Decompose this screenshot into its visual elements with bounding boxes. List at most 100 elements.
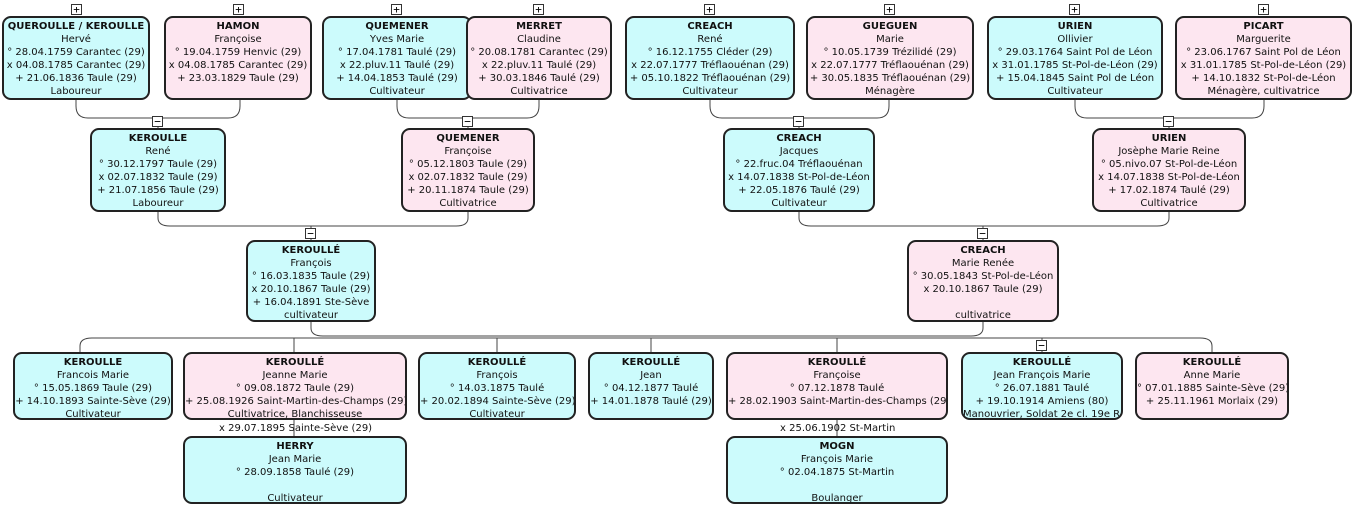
person-birth: ° 16.12.1755 Cléder (29): [647, 47, 773, 58]
person-surname: MERRET: [516, 21, 562, 32]
person-occupation: Cultivateur: [1047, 86, 1103, 97]
person-occupation: Cultivatrice, Blanchisseuse: [227, 409, 363, 420]
expand-icon[interactable]: +: [233, 4, 244, 15]
person-death: + 19.10.1914 Amiens (80): [975, 396, 1109, 407]
collapse-icon[interactable]: −: [1036, 340, 1047, 351]
collapse-icon[interactable]: −: [305, 228, 316, 239]
person-death: + 25.11.1961 Morlaix (29): [1145, 396, 1279, 407]
person-marriage: x 31.01.1785 St-Pol-de-Léon (29): [992, 60, 1158, 71]
marriage-label: x 29.07.1895 Sainte-Sève (29): [219, 423, 373, 434]
person-birth: ° 16.03.1835 Taule (29): [251, 271, 371, 282]
collapse-icon[interactable]: −: [1163, 116, 1174, 127]
person-marriage: x 22.07.1777 Tréflaouénan (29): [811, 60, 969, 71]
person-card-keroulle-francoise[interactable]: KEROULLÉ Françoise ° 07.12.1878 Taulé + …: [726, 352, 948, 420]
person-surname: QUEROULLE / KEROULLE: [7, 21, 145, 32]
person-marriage: x 20.10.1867 Taule (29): [251, 284, 371, 295]
person-given-name: François Marie: [800, 454, 874, 465]
person-surname: KEROULLÉ: [1182, 357, 1242, 368]
person-occupation: Cultivateur: [469, 409, 525, 420]
person-card-quemener-yves-marie[interactable]: QUEMENER Yves Marie ° 17.04.1781 Taulé (…: [322, 16, 472, 100]
person-death: + 30.05.1835 Tréflaouénan (29): [809, 73, 971, 84]
person-card-keroulle-jeanne-marie[interactable]: KEROULLÉ Jeanne Marie ° 09.08.1872 Taule…: [183, 352, 407, 420]
collapse-icon[interactable]: −: [793, 116, 804, 127]
person-given-name: René: [145, 146, 171, 157]
person-card-creach-marie-renee[interactable]: CREACH Marie Renée ° 30.05.1843 St-Pol-d…: [907, 240, 1059, 322]
person-occupation: Cultivateur: [771, 198, 827, 209]
person-card-keroulle-jean-francois-marie[interactable]: KEROULLÉ Jean François Marie ° 26.07.188…: [961, 352, 1123, 420]
person-birth: ° 14.03.1875 Taulé: [449, 383, 545, 394]
person-given-name: Françoise: [214, 34, 262, 45]
person-birth: ° 30.05.1843 St-Pol-de-Léon: [912, 271, 1054, 282]
person-card-keroulle-francois-marie[interactable]: KEROULLE Francois Marie ° 15.05.1869 Tau…: [13, 352, 173, 420]
person-card-keroulle-francois[interactable]: KEROULLÉ François ° 16.03.1835 Taule (29…: [246, 240, 376, 322]
person-birth: ° 17.04.1781 Taulé (29): [337, 47, 457, 58]
person-death: + 17.02.1874 Taulé (29): [1108, 185, 1230, 196]
person-card-quemener-francoise[interactable]: QUEMENER Françoise ° 05.12.1803 Taule (2…: [401, 128, 535, 212]
person-surname: CREACH: [776, 133, 822, 144]
person-given-name: Jeanne Marie: [262, 370, 328, 381]
person-surname: KEROULLÉ: [281, 245, 341, 256]
person-given-name: Françoise: [813, 370, 861, 381]
person-death: + 14.10.1832 St-Pol-de-Léon: [1191, 73, 1336, 84]
person-birth: ° 28.04.1759 Carantec (29): [7, 47, 145, 58]
person-death: + 15.04.1845 Saint Pol de Léon: [995, 73, 1155, 84]
person-given-name: Marie: [876, 34, 904, 45]
person-card-creach-rene[interactable]: CREACH René ° 16.12.1755 Cléder (29) x 2…: [625, 16, 795, 100]
person-birth: ° 30.12.1797 Taule (29): [98, 159, 218, 170]
expand-icon[interactable]: +: [1258, 4, 1269, 15]
person-given-name: Josèphe Marie Reine: [1118, 146, 1220, 157]
person-death: + 14.01.1878 Taulé (29): [590, 396, 712, 407]
expand-icon[interactable]: +: [71, 4, 82, 15]
collapse-icon[interactable]: −: [152, 116, 163, 127]
person-birth: ° 07.01.1885 Sainte-Sève (29): [1137, 383, 1289, 394]
person-card-keroulle-anne-marie[interactable]: KEROULLÉ Anne Marie ° 07.01.1885 Sainte-…: [1135, 352, 1289, 420]
person-occupation: cultivateur: [284, 310, 338, 321]
person-card-keroulle-francois-1875[interactable]: KEROULLÉ François ° 14.03.1875 Taulé + 2…: [418, 352, 576, 420]
person-card-hamon-francoise[interactable]: HAMON Françoise ° 19.04.1759 Henvic (29)…: [164, 16, 312, 100]
person-given-name: Claudine: [517, 34, 561, 45]
person-card-querouille-herve[interactable]: QUEROULLE / KEROULLE Hervé ° 28.04.1759 …: [2, 16, 150, 100]
person-surname: KEROULLE: [63, 357, 123, 368]
person-given-name: Françoise: [444, 146, 492, 157]
person-surname: CREACH: [687, 21, 733, 32]
expand-icon[interactable]: +: [391, 4, 402, 15]
person-death: [185, 479, 405, 492]
person-given-name: Jacques: [779, 146, 819, 157]
person-card-creach-jacques[interactable]: CREACH Jacques ° 22.fruc.04 Tréflaouénan…: [723, 128, 875, 212]
person-death: + 20.02.1894 Sainte-Sève (29): [420, 396, 576, 407]
person-card-herry-jean-marie[interactable]: HERRY Jean Marie ° 28.09.1858 Taulé (29)…: [183, 436, 407, 504]
person-death: [909, 296, 1057, 309]
person-card-keroulle-rene[interactable]: KEROULLE René ° 30.12.1797 Taule (29) x …: [90, 128, 226, 212]
person-birth: ° 20.08.1781 Carantec (29): [470, 47, 608, 58]
person-given-name: Anne Marie: [1183, 370, 1241, 381]
person-card-merret-claudine[interactable]: MERRET Claudine ° 20.08.1781 Carantec (2…: [466, 16, 612, 100]
expand-icon[interactable]: +: [1069, 4, 1080, 15]
person-surname: QUEMENER: [436, 133, 500, 144]
person-birth: ° 19.04.1759 Henvic (29): [174, 47, 302, 58]
person-given-name: René: [697, 34, 723, 45]
person-occupation: Cultivatrice: [510, 86, 568, 97]
person-card-urien-ollivier[interactable]: URIEN Ollivier ° 29.03.1764 Saint Pol de…: [987, 16, 1163, 100]
person-card-picart-marguerite[interactable]: PICART Marguerite ° 23.06.1767 Saint Pol…: [1175, 16, 1352, 100]
person-surname: PICART: [1243, 21, 1284, 32]
person-surname: CREACH: [960, 245, 1006, 256]
person-occupation: Laboureur: [132, 198, 184, 209]
expand-icon[interactable]: +: [884, 4, 895, 15]
person-marriage: x 04.08.1785 Carantec (29): [168, 60, 308, 71]
person-death: + 23.03.1829 Taule (29): [177, 73, 299, 84]
person-birth: ° 02.04.1875 St-Martin: [779, 467, 895, 478]
collapse-icon[interactable]: −: [462, 116, 473, 127]
person-surname: KEROULLÉ: [807, 357, 867, 368]
expand-icon[interactable]: +: [533, 4, 544, 15]
expand-icon[interactable]: +: [704, 4, 715, 15]
person-card-urien-josephe-marie-reine[interactable]: URIEN Josèphe Marie Reine ° 05.nivo.07 S…: [1092, 128, 1246, 212]
marriage-label: x 25.06.1902 St-Martin: [780, 423, 896, 434]
person-occupation: Cultivateur: [682, 86, 738, 97]
person-given-name: Marie Renée: [951, 258, 1015, 269]
person-birth: ° 23.06.1767 Saint Pol de Léon: [1186, 47, 1341, 58]
person-card-mogn-francois-marie[interactable]: MOGN François Marie ° 02.04.1875 St-Mart…: [726, 436, 948, 504]
person-card-keroulle-jean[interactable]: KEROULLÉ Jean ° 04.12.1877 Taulé + 14.01…: [588, 352, 714, 420]
person-birth: ° 05.nivo.07 St-Pol-de-Léon: [1100, 159, 1238, 170]
collapse-icon[interactable]: −: [977, 228, 988, 239]
person-card-gueguen-marie[interactable]: GUEGUEN Marie ° 10.05.1739 Trézilidé (29…: [806, 16, 974, 100]
